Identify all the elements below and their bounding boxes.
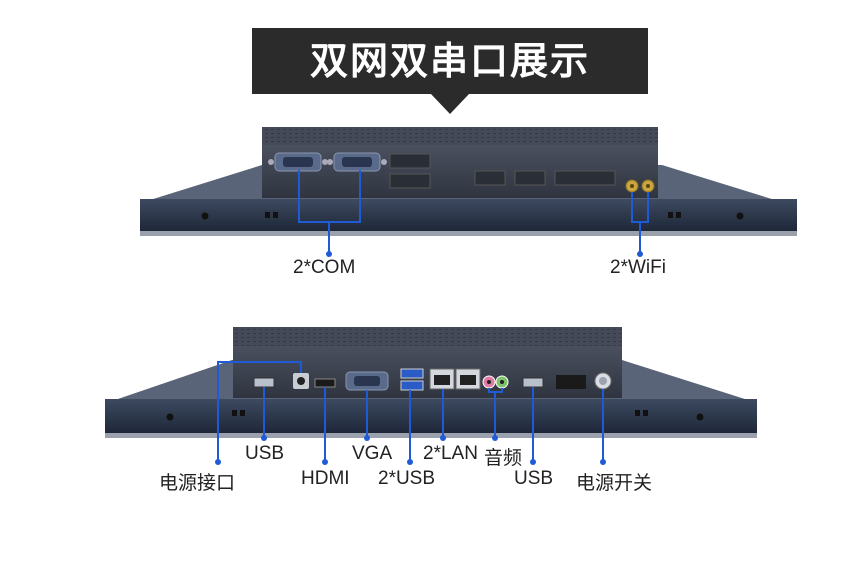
device-bottom [105, 327, 757, 438]
label-usb-right: USB [514, 468, 554, 489]
label-power-switch: 电源开关 [576, 473, 653, 494]
label-hdmi: HDMI [301, 468, 350, 489]
bottom-callouts [217, 361, 604, 462]
wifi-antenna-1 [625, 179, 639, 193]
label-wifi: 2*WiFi [610, 257, 666, 278]
label-usb-left: USB [245, 443, 285, 464]
label-vga: VGA [352, 443, 393, 464]
bottom-rear-box [233, 346, 622, 398]
top-callouts [298, 170, 649, 253]
bottom-bezel-front [105, 399, 757, 435]
label-com: 2*COM [293, 257, 356, 278]
vga-port [345, 371, 389, 391]
com-port-2 [327, 152, 387, 172]
banner-title: 双网双串口展示 [309, 39, 590, 83]
label-power-port: 电源接口 [159, 473, 236, 494]
usb-port-right [522, 377, 544, 388]
usb-port-left [253, 377, 275, 388]
title-banner: 双网双串口展示 [252, 28, 648, 94]
usb-dual-lower [400, 380, 424, 391]
usb-dual-upper [400, 368, 424, 379]
power-port-callout [217, 361, 302, 462]
hdmi-port [314, 378, 336, 388]
com-port-1 [268, 152, 328, 172]
bottom-vent-panel [233, 327, 622, 346]
wifi-antenna-2 [641, 179, 655, 193]
device-top [140, 127, 797, 236]
banner-pointer [431, 94, 469, 114]
label-audio: 音频 [484, 448, 523, 469]
top-bezel-front [140, 199, 797, 233]
top-vent-panel [262, 127, 658, 145]
label-lan: 2*LAN [423, 443, 478, 464]
label-usb-dual: 2*USB [378, 468, 436, 489]
